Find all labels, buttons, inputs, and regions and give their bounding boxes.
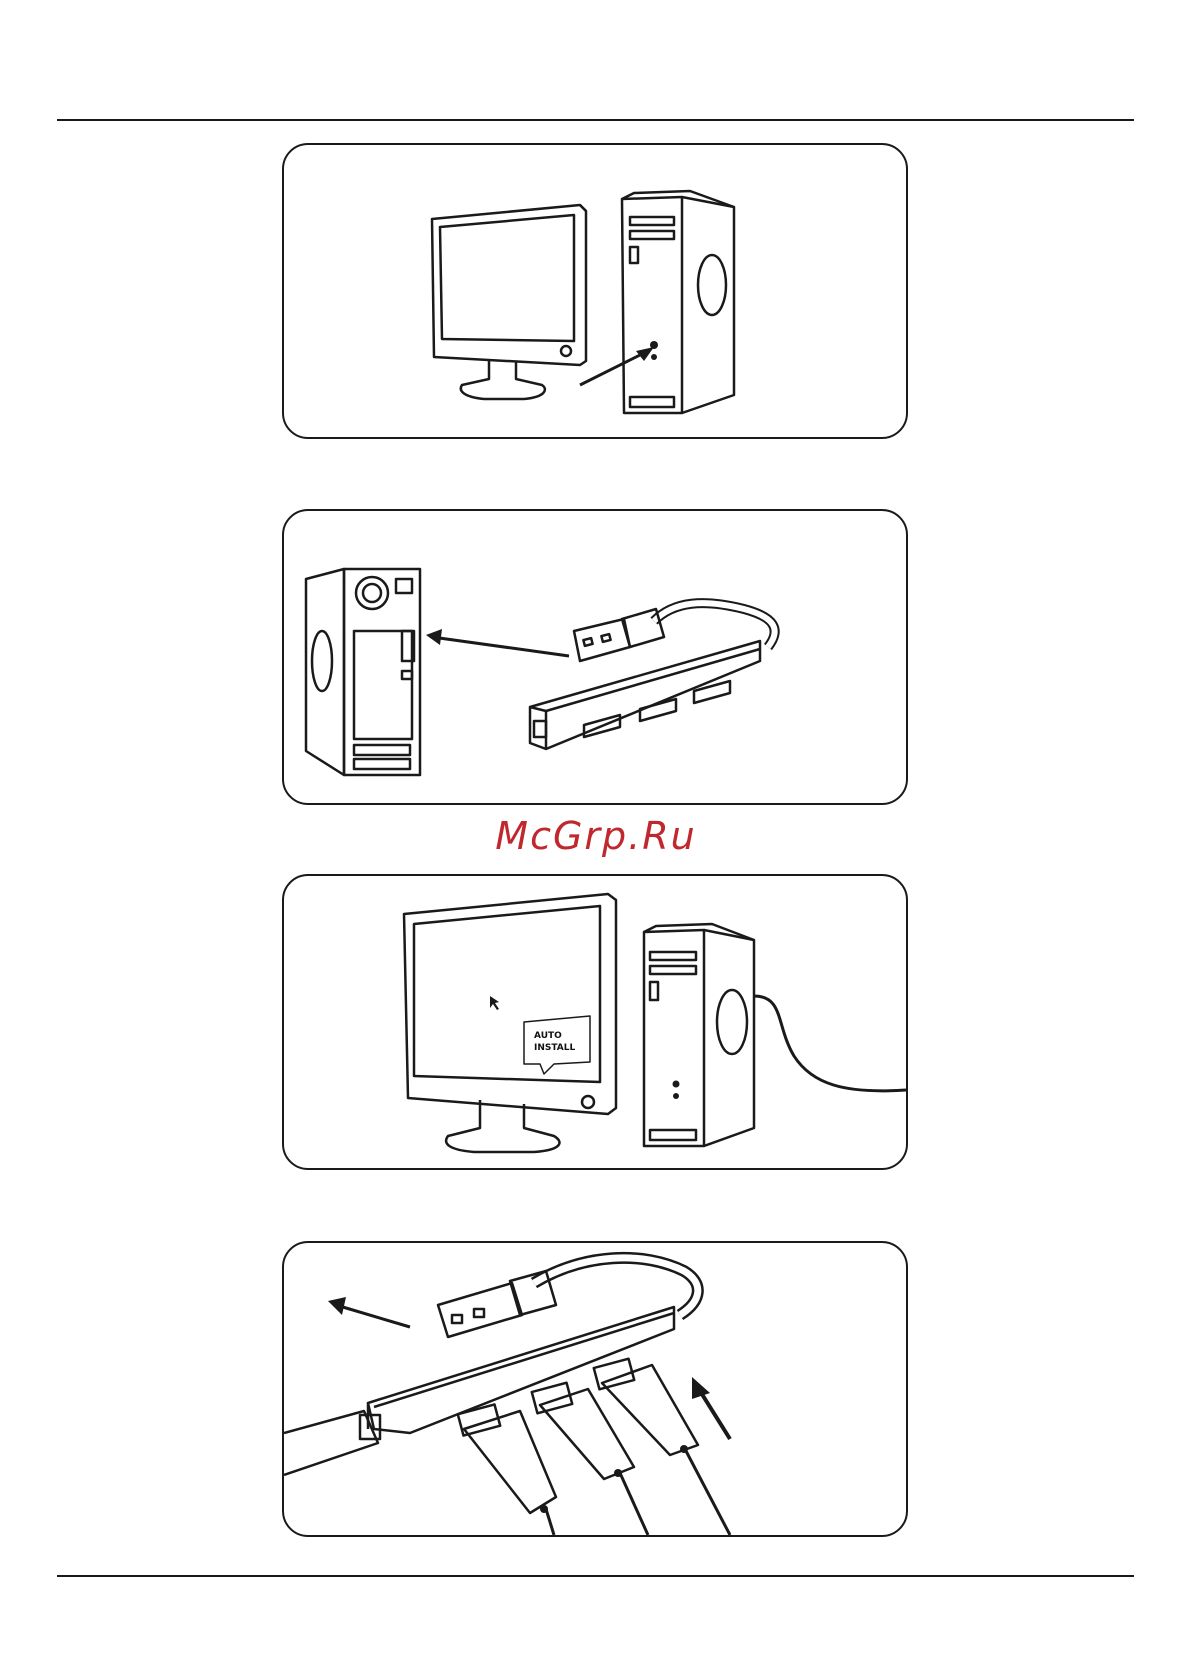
usb-plug-icon [458, 1404, 556, 1513]
arrow-head-icon [636, 347, 654, 361]
step-4-illustration [282, 1241, 908, 1537]
arrow-head-icon [426, 629, 442, 645]
arrow-icon [432, 637, 569, 656]
usb-hub-icon [530, 641, 760, 749]
hub-to-pc-illustration [284, 511, 906, 803]
step-2-illustration [282, 509, 908, 805]
monitor-and-tower-illustration [284, 145, 906, 437]
arrow-icon [700, 1391, 730, 1439]
step-3-illustration: AUTO INSTALL [282, 874, 908, 1170]
usb-plug-icon [594, 1359, 698, 1455]
tower-icon [644, 924, 754, 1146]
bubble-line-1: AUTO [534, 1031, 562, 1041]
monitor-icon [432, 205, 586, 399]
watermark: McGrp.Ru [0, 814, 1192, 858]
hub-with-devices-illustration [284, 1243, 906, 1535]
pc-rear-icon [306, 569, 420, 775]
arrow-head-icon [692, 1377, 710, 1399]
bottom-rule [57, 1575, 1134, 1577]
bubble-line-2: INSTALL [534, 1043, 576, 1053]
step-1-illustration [282, 143, 908, 439]
arrow-head-icon [328, 1297, 346, 1315]
auto-install-illustration: AUTO INSTALL [284, 876, 906, 1168]
top-rule [57, 119, 1134, 121]
cursor-icon [490, 996, 499, 1010]
arrow-icon [336, 1305, 410, 1327]
power-button-icon [673, 1081, 680, 1088]
usb-plug-icon [532, 1383, 634, 1479]
usb-plug-icon [574, 609, 664, 661]
arrow-icon [580, 353, 644, 385]
tower-icon [622, 191, 734, 413]
power-button-icon [650, 341, 658, 349]
